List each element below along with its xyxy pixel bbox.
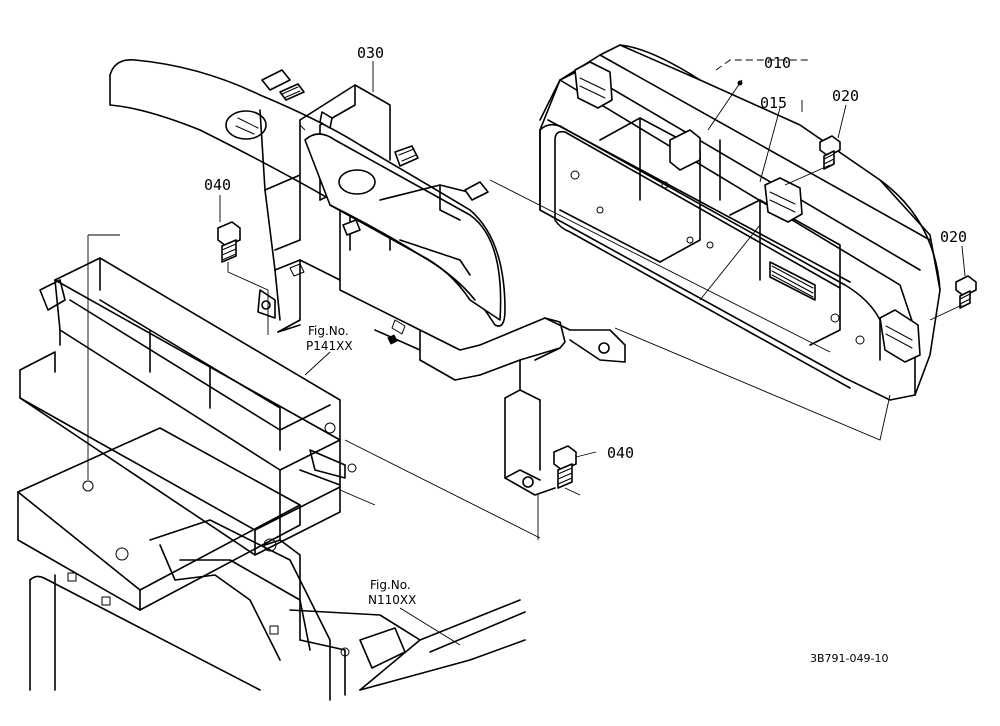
part-label-030: 030 (357, 44, 384, 62)
part-label-040-upper: 040 (204, 176, 231, 194)
air-duct-assembly (19, 257, 357, 556)
part-label-020-right: 020 (940, 228, 967, 246)
bolt-040-upper (217, 221, 241, 263)
bracket-030 (109, 58, 626, 496)
figure-ref-p141xx-line1: Fig.No. (308, 324, 349, 338)
drawing-code: 3B791-049-10 (810, 652, 888, 665)
figure-ref-p141xx-line2: P141XX (306, 339, 353, 353)
stud-bolts (261, 69, 489, 335)
label-leaders (219, 59, 966, 646)
bolt-040-lower (553, 445, 577, 489)
part-label-040-lower: 040 (607, 444, 634, 462)
figure-ref-n110xx-line1: Fig.No. (370, 578, 411, 592)
part-label-015: 015 (760, 94, 787, 112)
screw-020-right (955, 275, 977, 309)
assembly-lines (87, 124, 963, 540)
screw-020-top (819, 135, 841, 170)
part-label-010: 010 (764, 54, 791, 72)
instrument-panel-010 (539, 44, 941, 401)
figure-ref-n110xx-line2: N110XX (368, 593, 416, 607)
cab-frame-structure (17, 427, 526, 701)
part-label-020-top: 020 (832, 87, 859, 105)
